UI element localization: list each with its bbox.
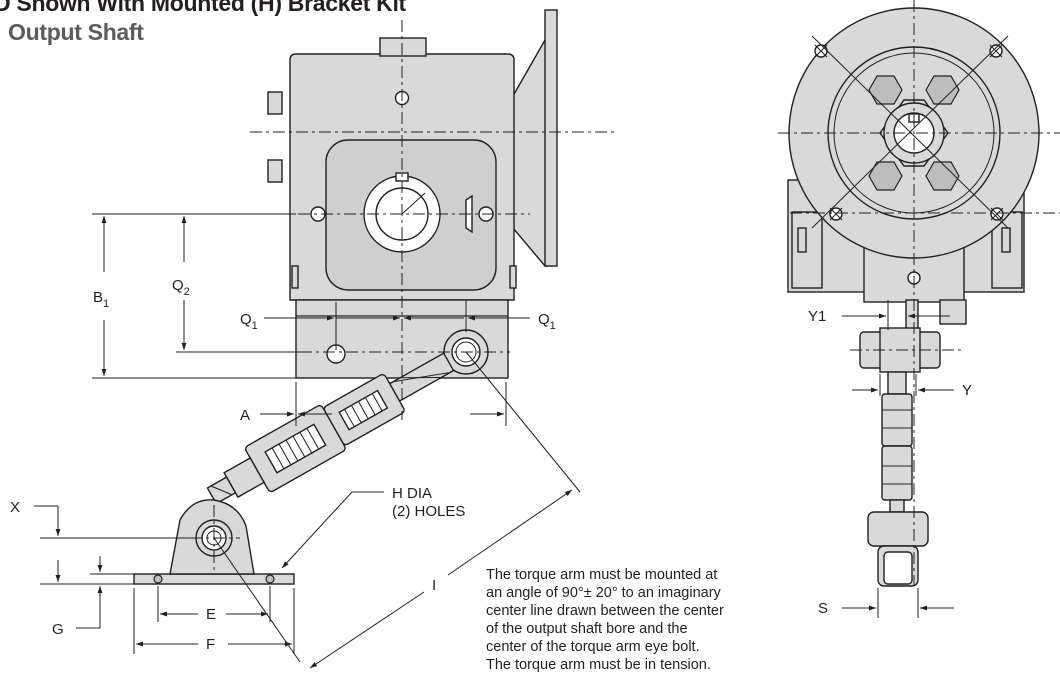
dimension-y-label: Y — [962, 382, 972, 399]
side-view-dimensions: B1 Q2 Q1 Q1 A H DIA (2) HOLES X — [10, 213, 573, 669]
front-view-dimensions: Y1 Y S — [778, 0, 1060, 618]
torque-arm — [206, 352, 455, 505]
gearbox-side-view — [267, 9, 558, 379]
dimension-g-label: G — [52, 621, 64, 638]
dimension-a-label: A — [240, 407, 250, 424]
dimension-s-label: S — [818, 600, 828, 617]
dimension-f-label: F — [206, 636, 215, 653]
note-line: The torque arm must be in tension. — [486, 657, 711, 673]
note-line: center of the torque arm eye bolt. — [486, 639, 700, 655]
dimension-e-label: E — [206, 606, 216, 623]
callout-holes: (2) HOLES — [392, 503, 465, 520]
mounting-note: The torque arm must be mounted at an ang… — [486, 566, 806, 674]
figure-subtitle: Output Shaft — [8, 19, 144, 45]
callout-h-dia: H DIA — [392, 485, 432, 502]
dimension-i-label: I — [432, 577, 436, 594]
note-line: center line drawn between the center — [486, 603, 724, 619]
dimension-b1-label: B1 — [93, 289, 109, 310]
note-line: of the output shaft bore and the — [486, 621, 688, 637]
dimension-y1-label: Y1 — [808, 308, 826, 325]
figure-title: D Shown With Mounted (H) Bracket Kit — [0, 0, 406, 16]
side-view-centerlines — [190, 20, 615, 663]
dimension-q1-right-label: Q1 — [538, 311, 556, 332]
dimension-q2-label: Q2 — [172, 277, 190, 298]
note-line: an angle of 90°± 20° to an imaginary — [486, 585, 721, 601]
note-line: The torque arm must be mounted at — [486, 567, 718, 583]
dimension-q1-left-label: Q1 — [240, 311, 258, 332]
dimension-x-label: X — [10, 499, 20, 516]
